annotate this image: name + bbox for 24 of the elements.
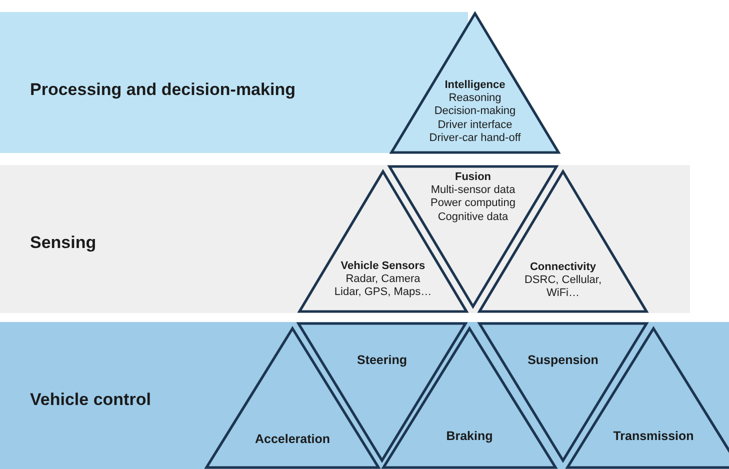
layer-title: Vehicle control — [30, 390, 151, 410]
triangle-title: Suspension — [528, 354, 598, 368]
layer-title: Sensing — [30, 233, 96, 253]
triangle-title: Fusion — [454, 171, 492, 184]
triangle-text: Driver interface — [438, 118, 512, 132]
layer-band — [0, 165, 690, 313]
triangle-text: Driver-car hand-off — [429, 132, 521, 146]
triangle-title: Steering — [356, 354, 407, 368]
triangle-title: Intelligence — [444, 79, 506, 92]
triangle-title: Vehicle Sensors — [340, 260, 426, 274]
triangle-text: DSRC, Cellular, WiFi… — [523, 274, 603, 301]
triangle-title: Acceleration — [254, 433, 330, 446]
triangle-text: Multi-sensor data — [430, 184, 516, 198]
triangle-title: Transmission — [613, 430, 694, 444]
layer-title: Processing and decision-making — [30, 80, 296, 100]
triangle-text: Lidar, GPS, Maps… — [334, 286, 432, 300]
triangle-text: Power computing — [430, 197, 516, 211]
triangle-text: Decision-making — [434, 105, 516, 119]
layer-band — [0, 322, 729, 469]
triangle-title: Braking — [446, 430, 493, 444]
triangle-text: Cognitive data — [438, 210, 508, 224]
triangle-title: Connectivity — [530, 261, 596, 274]
triangle-text: Reasoning — [448, 92, 502, 106]
triangle-text: Radar, Camera — [346, 273, 420, 286]
